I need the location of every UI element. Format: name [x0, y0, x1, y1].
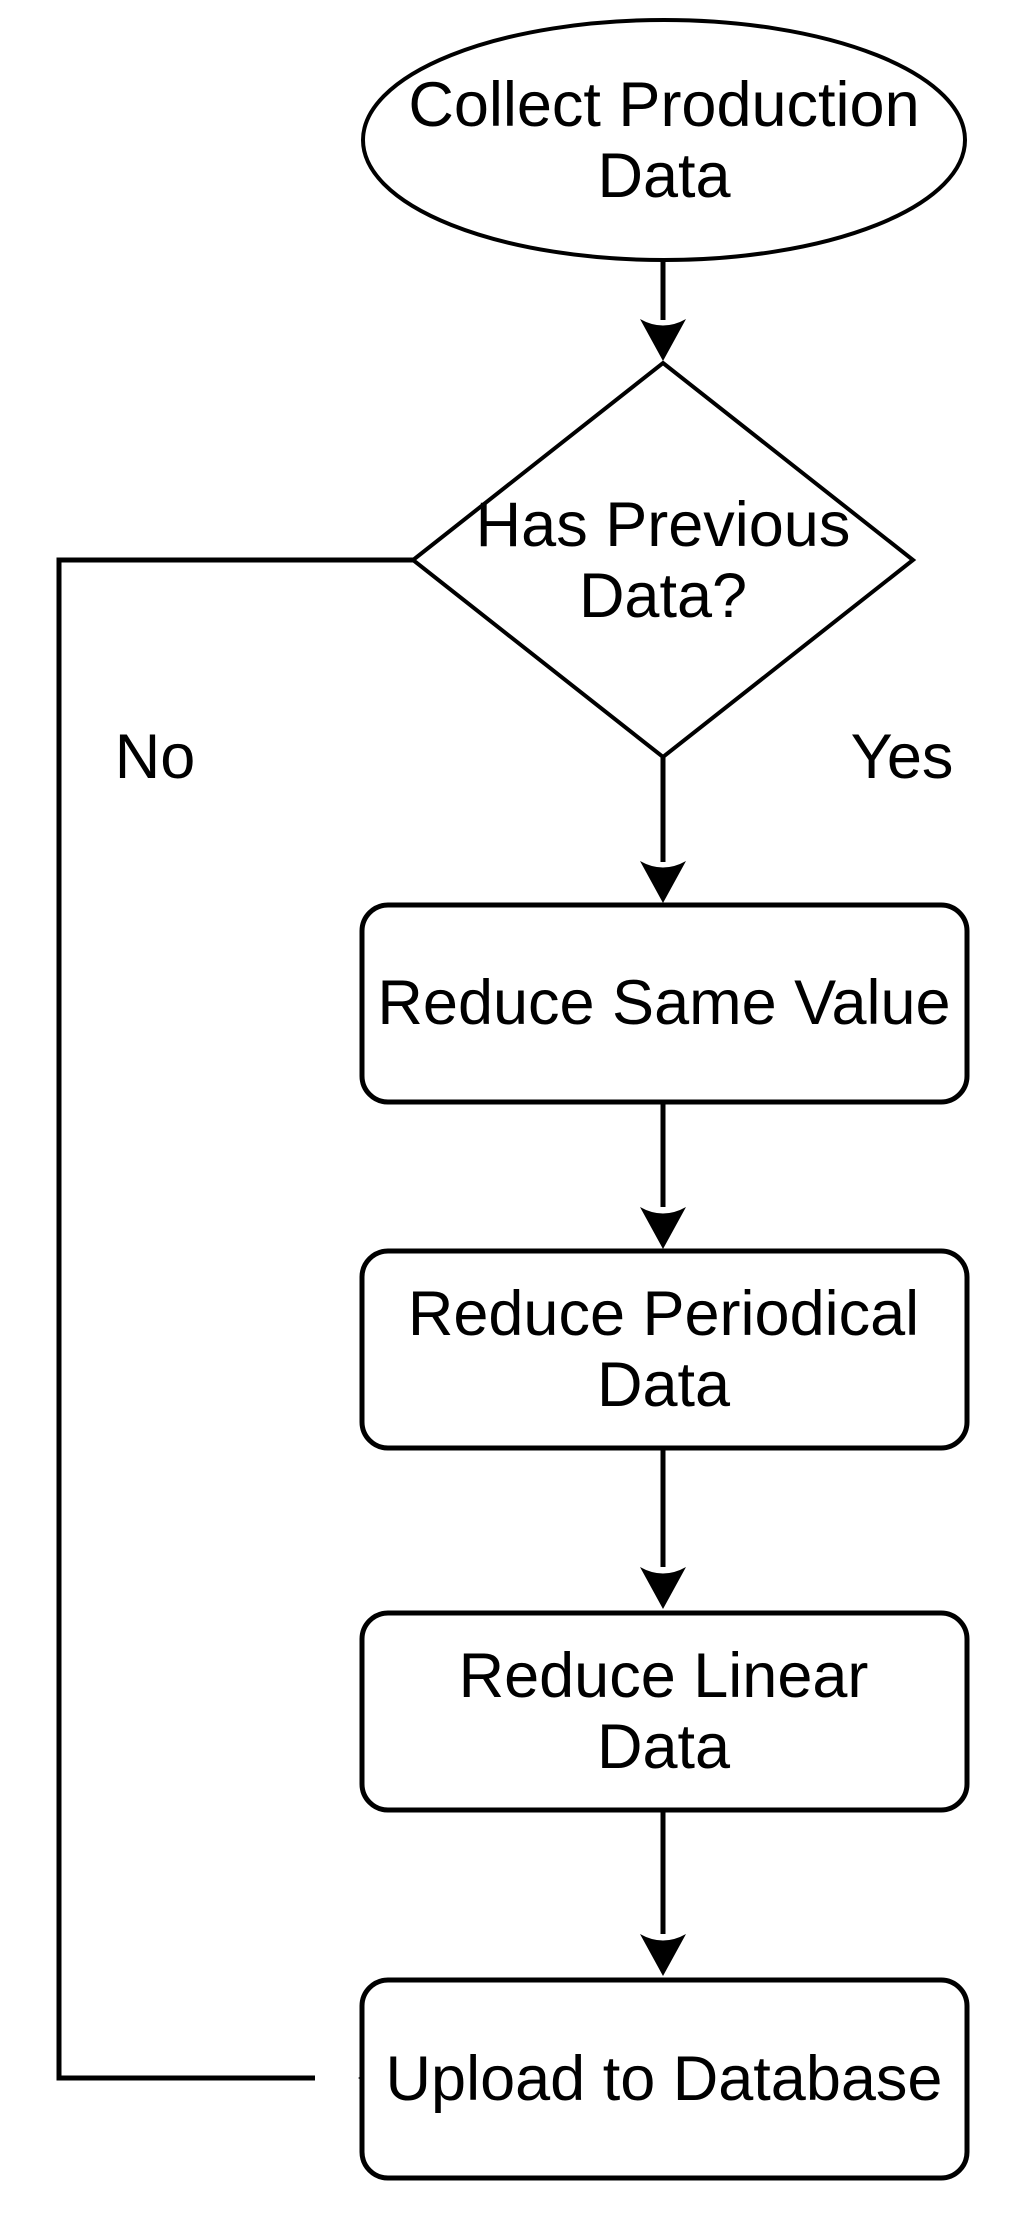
node-label-reduce-linear-data: Reduce Linear Data — [458, 1640, 869, 1782]
node-label-reduce-same-value: Reduce Same Value — [377, 968, 951, 1038]
arrowhead-box2-to-box3 — [640, 1567, 686, 1609]
process-box-upload-to-database — [359, 1977, 970, 2181]
node-label-collect-production-data: Collect Production Data — [408, 70, 920, 211]
arrowhead-box3-to-box4 — [640, 1934, 686, 1976]
edge-no-branch — [56, 557, 413, 2081]
edge-label-no: No — [114, 722, 196, 792]
arrowhead-start-to-decision — [640, 319, 686, 361]
node-label-reduce-periodical-data: Reduce Periodical Data — [407, 1278, 920, 1420]
node-label-has-previous-data: Has Previous Data? — [475, 490, 851, 631]
node-label-upload-to-database: Upload to Database — [385, 2043, 943, 2114]
edge-label-yes: Yes — [850, 722, 954, 792]
arrowhead-yes-branch — [640, 861, 686, 903]
arrowhead-box1-to-box2 — [640, 1207, 686, 1249]
